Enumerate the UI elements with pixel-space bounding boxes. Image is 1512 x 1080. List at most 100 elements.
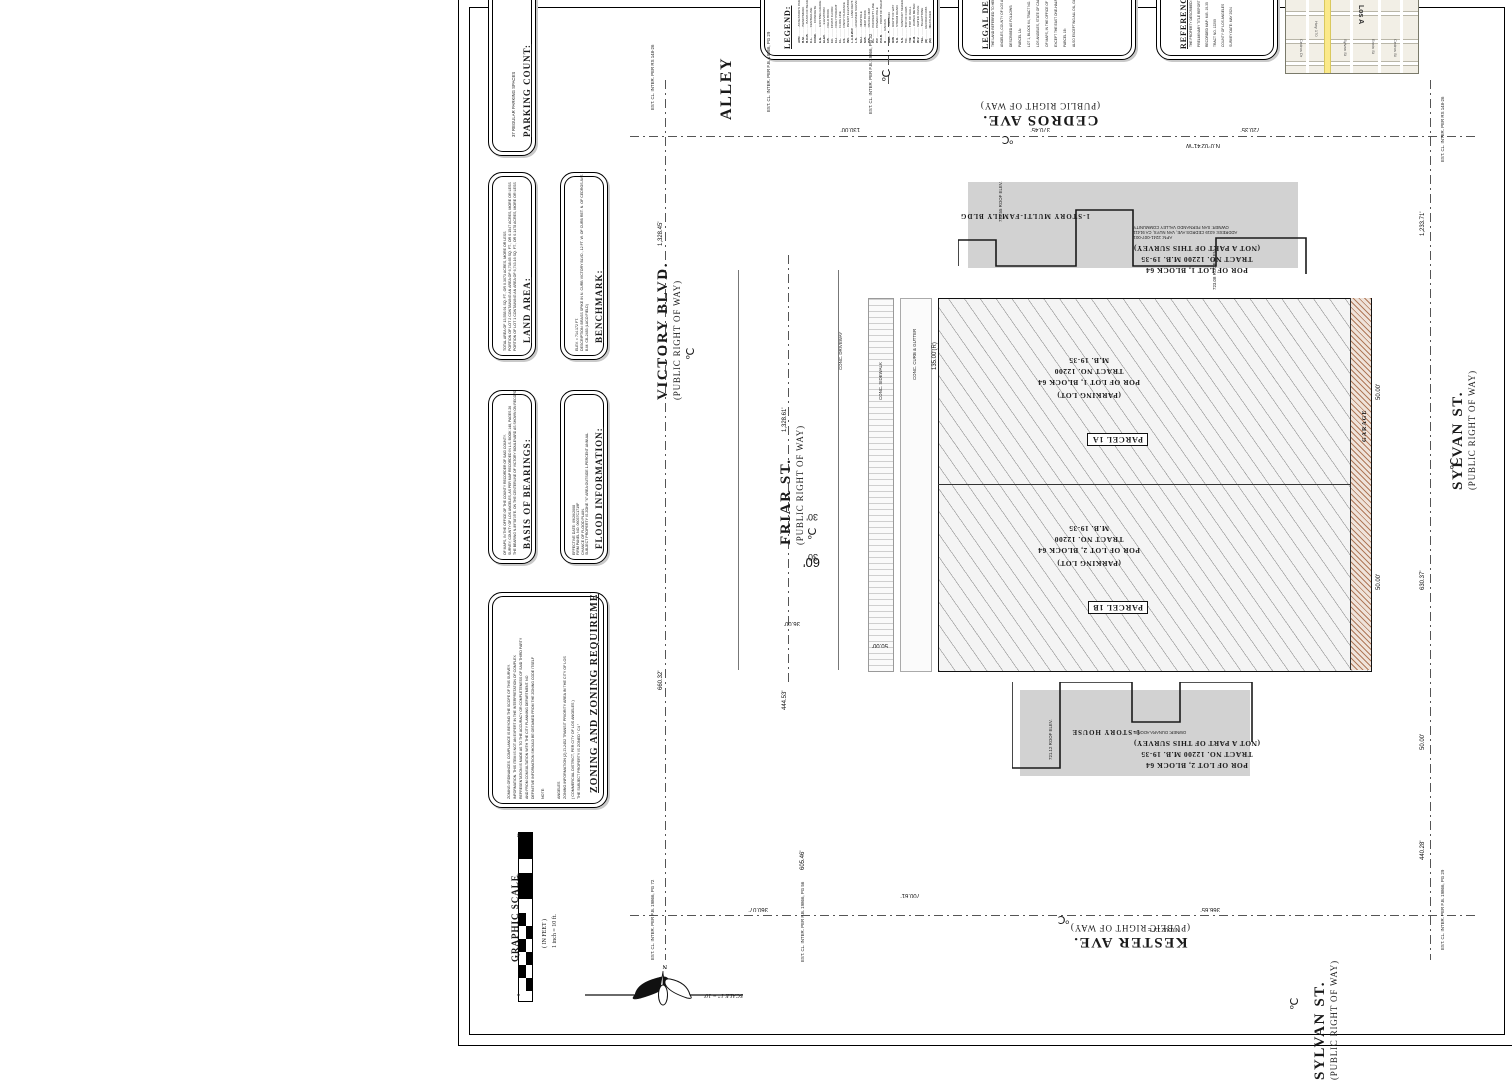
legend-title: LEGEND: bbox=[783, 5, 792, 49]
flood-information-title: FLOOD INFORMATION: bbox=[594, 427, 604, 549]
dim-cedros-bearing: N.0°02'41"W bbox=[1185, 142, 1220, 148]
vicinity-road bbox=[1378, 0, 1381, 73]
legend-entry: T.C. ········ TOP OF CURB bbox=[904, 7, 908, 43]
parcel-1b-lot-line-0: POR OF LOT 2, BLOCK 64 bbox=[1037, 546, 1140, 556]
dim-offset-60: 60' bbox=[803, 555, 820, 570]
parcel-1a-lot-line-2: M.B. 19-35 bbox=[1068, 356, 1109, 366]
multifamily-lot-line-0: POR OF LOT 1, BLOCK 64 bbox=[1145, 266, 1248, 275]
cl-glyph-alley: ℃ bbox=[881, 69, 893, 82]
street-label-cedros: CEDROS AVE. (PUBLIC RIGHT OF WAY) bbox=[980, 101, 1100, 128]
multifamily-lot-line-2: (NOT A PART OF THIS SURVEY) bbox=[1133, 244, 1260, 254]
note-block-references[interactable]: REFERENCES: THE PROPERTY DESCRIBED HEREI… bbox=[1156, 0, 1278, 60]
legal-description-line: ALSO EXCEPTING ALL OIL, GAS AND MINERAL … bbox=[1072, 0, 1076, 47]
note-block-benchmark[interactable]: BENCHMARK: B.M. CB-2483 (LACO FIELD) DES… bbox=[560, 172, 608, 360]
cl-glyph-sylvan-s: ℃ bbox=[1289, 997, 1301, 1010]
parcel-1a-lot-line-0: POR OF LOT 1, BLOCK 64 bbox=[1037, 378, 1140, 388]
street-name-friar: FRIAR ST. bbox=[778, 458, 794, 545]
zoning-line-6: AND FROM CONSULTATION WITH THE CITY PLAN… bbox=[525, 675, 529, 799]
vicinity-map[interactable]: Los A Hwy 170 Cedros Dr Sylvan St Erwin … bbox=[1285, 0, 1419, 74]
curb-note: CONC. CURB & GUTTER bbox=[912, 328, 917, 380]
street-sub-cedros: (PUBLIC RIGHT OF WAY) bbox=[980, 101, 1100, 111]
note-block-flood-information[interactable]: FLOOD INFORMATION: SUBJECT PROPERTY IS Z… bbox=[560, 390, 608, 564]
house-lot-line-0: POR OF LOT 2, BLOCK 64 bbox=[1145, 761, 1248, 770]
vicinity-highway-label: Hwy 170 bbox=[1314, 21, 1319, 37]
roof-elev-note-2: 723.08 ROOF ELEV. bbox=[1212, 249, 1217, 290]
legal-description-line: OF MAPS, IN THE OFFICE OF THE COUNTY REC… bbox=[1045, 0, 1049, 47]
dim-offset-36: 36.00' bbox=[783, 620, 800, 626]
parcel-1a-info: (PARKING LOT) POR OF LOT 1, BLOCK 64 TRA… bbox=[1037, 355, 1140, 400]
parcel-1b-tag-wrap: PARCEL 1B bbox=[1087, 600, 1148, 618]
legend-entry-leader: ········ bbox=[821, 24, 826, 35]
note-block-basis-of-bearings[interactable]: BASIS OF BEARINGS: THE BEARING N.89°58'0… bbox=[488, 390, 536, 564]
dim-sylvan-d: 440.28' bbox=[1420, 840, 1426, 861]
parcel-1a-tag-wrap: PARCEL 1A bbox=[1087, 432, 1148, 450]
legend-entry: (M) ········ MEASURED bbox=[928, 11, 932, 43]
zoning-line-2: ZONING INFORMATION (2) ZI-2452 TRANSIT P… bbox=[563, 656, 567, 799]
vicinity-street-2: Erwin St bbox=[1371, 39, 1376, 54]
note-block-zoning-requirements[interactable]: ZONING AND ZONING REQUIREMENTS: THE SUBJ… bbox=[488, 592, 608, 808]
dim-friar-c: 444.53' bbox=[782, 690, 788, 711]
dim-kester-a: 360.07' bbox=[748, 906, 769, 912]
dim-parcel-width-b: 50.00' bbox=[1376, 573, 1382, 590]
cl-note-2: EST. CL. INTER. PER F.B. 19866, PG 32 bbox=[868, 33, 873, 114]
dim-sylvan-c: 50.00' bbox=[1420, 733, 1426, 750]
legend-entry-leader: ········ bbox=[817, 26, 822, 37]
garage-label: GARAGE bbox=[1362, 409, 1368, 442]
note-block-land-area[interactable]: LAND AREA: PORTION OF LOT 1 CONTAINING A… bbox=[488, 172, 536, 360]
cl-note-6: EST. CL. INTER. PER F.B. 19866, PG 29 bbox=[1440, 869, 1445, 950]
legal-description-title: LEGAL DESCRIPTION: bbox=[981, 0, 990, 49]
north-arrow-scale-note: SCALE 1" = 10' bbox=[703, 992, 743, 998]
legend-entry-symbol: CONC. bbox=[813, 33, 818, 43]
subject-parcel-block[interactable] bbox=[938, 298, 1372, 672]
sidewalk-strip bbox=[868, 298, 894, 672]
dim-kester-c: 366.65' bbox=[1200, 906, 1221, 912]
legend-entry-symbol: M.H. bbox=[858, 36, 863, 43]
legend-entry: S.D. ········ STORM DRAIN bbox=[895, 5, 899, 43]
street-sub-sylvan-s: (PUBLIC RIGHT OF WAY) bbox=[1329, 960, 1339, 1080]
centerline-alley bbox=[888, 18, 889, 88]
street-sub-sylvan-e: (PUBLIC RIGHT OF WAY) bbox=[1467, 370, 1477, 490]
house-lot-info: POR OF LOT 2, BLOCK 64 TRACT NO. 12200 M… bbox=[1133, 730, 1260, 770]
legend-entry: S.S. ········ SANITARY SEWER bbox=[900, 0, 904, 43]
legend-entry-symbol: S.S. bbox=[899, 37, 904, 43]
parcel-1a-use: (PARKING LOT) bbox=[1056, 391, 1121, 400]
basis-of-bearings-line-2: OF MAPS, IN THE OFFICE OF THE COUNTY REC… bbox=[503, 434, 507, 555]
legend-entry-symbol: M.B. bbox=[862, 36, 867, 43]
legal-description-line: ANGELES, COUNTY OF LOS ANGELES, STATE OF… bbox=[1000, 0, 1004, 47]
street-name-sylvan-s: SYLVAN ST. bbox=[1312, 980, 1328, 1080]
zoning-line-1: ( COMMERCIAL DISTRICT, PER CITY OF LOS A… bbox=[571, 700, 575, 799]
legend-entry-leader: ········ bbox=[813, 23, 818, 34]
note-block-legal-description[interactable]: LEGAL DESCRIPTION: THE LAND REFERRED TO … bbox=[958, 0, 1136, 60]
zoning-line-5: DEFINITIVE INFORMATION SHOULD BE OBTAINE… bbox=[531, 657, 535, 799]
note-block-legend[interactable]: LEGEND: APN ········ ASSESSOR'S PARCEL N… bbox=[760, 0, 938, 60]
legend-entry-label: ELEVATION bbox=[821, 7, 826, 25]
legend-entry-label: TOP OF CURB bbox=[903, 6, 908, 28]
references-line: THE PROPERTY DESCRIBED HEREIN IS THE SAM… bbox=[1189, 0, 1193, 47]
cl-note-4: EST. CL. INTER. PER F.B. 19866, PG 56 bbox=[800, 881, 805, 962]
basis-of-bearings-line-1: SURVEY, COUNTY OF LOS ANGELES, AS PER MA… bbox=[508, 405, 512, 555]
site-plan[interactable]: VICTORY BLVD. (PUBLIC RIGHT OF WAY) FRIA… bbox=[620, 18, 1480, 1080]
centerline-victory bbox=[665, 80, 666, 960]
legend-entry-leader: ········ bbox=[895, 27, 900, 37]
graphic-scale-units: ( IN FEET ) bbox=[542, 918, 548, 948]
centerline-sylvan bbox=[1430, 80, 1431, 960]
graphic-scale-tick-4: 40 bbox=[516, 833, 521, 839]
legend-entry: M.H. ········ MANHOLE bbox=[859, 11, 863, 43]
legal-description-line: DESCRIBED AS FOLLOWS: bbox=[1009, 4, 1013, 47]
note-block-parking-count[interactable]: PARKING COUNT: 37 REGULAR PARKING SPACES bbox=[488, 0, 536, 156]
sidewalk-note: CONC. SIDEWALK bbox=[878, 362, 883, 400]
legal-description-line: PARCEL 1B: bbox=[1063, 28, 1067, 47]
multifamily-lot-line-1: TRACT NO. 12200 M.B. 19-35 bbox=[1140, 255, 1253, 265]
zoning-line-3: ANGELES bbox=[557, 781, 561, 799]
dim-sylvan-b: 630.37' bbox=[1420, 570, 1426, 591]
dim-cedros-a: 130.00' bbox=[840, 126, 861, 132]
vicinity-road bbox=[1400, 0, 1403, 73]
legend-entry: CONC. ········ CONCRETE bbox=[813, 6, 817, 43]
vicinity-road bbox=[1306, 0, 1309, 73]
multifamily-bldg-label: 1-STORY MULTI-FAMILY BLDG bbox=[959, 212, 1090, 220]
legend-entry-label: SANITARY SEWER bbox=[899, 0, 904, 28]
house-shadow bbox=[1020, 690, 1250, 776]
legend-entry-symbol: T.C. bbox=[903, 37, 908, 44]
dim-friar-d: 605.46' bbox=[800, 850, 806, 871]
